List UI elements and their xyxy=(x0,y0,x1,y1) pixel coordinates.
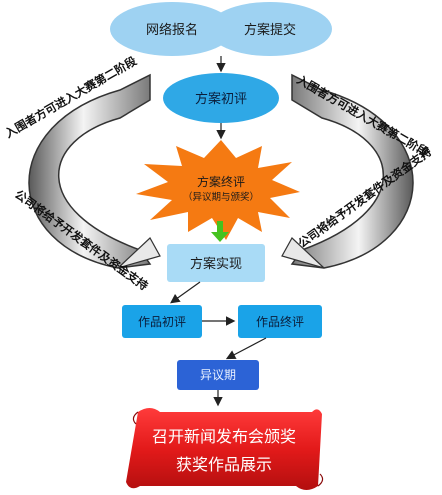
left-arrow-bottom-label: 公司将给予开发套件及资金支持 xyxy=(12,187,151,293)
final-review-label: 方案终评 xyxy=(197,174,245,189)
arrow-connector xyxy=(170,281,201,304)
initial-review-label: 方案初评 xyxy=(195,91,247,107)
implementation-label: 方案实现 xyxy=(190,256,242,272)
final-review-note: （异议期与颁奖） xyxy=(183,191,259,203)
final-review-node: 方案终评 （异议期与颁奖） xyxy=(136,140,300,240)
press-conference-label: 召开新闻发布会颁奖 xyxy=(152,427,296,446)
right-curved-arrow xyxy=(281,73,414,269)
green-down-arrow xyxy=(211,221,229,242)
objection-period-node: 异议期 xyxy=(177,360,259,390)
award-showcase-label: 获奖作品展示 xyxy=(176,455,272,474)
arrow-connector xyxy=(225,337,267,360)
work-initial-review-node: 作品初评 xyxy=(122,305,202,338)
work-initial-review-label: 作品初评 xyxy=(138,315,186,329)
award-banner: 召开新闻发布会颁奖 获奖作品展示 xyxy=(126,408,324,490)
plan-submission-label: 方案提交 xyxy=(244,22,296,38)
objection-period-label: 异议期 xyxy=(200,368,236,382)
online-registration-label: 网络报名 xyxy=(146,22,198,38)
work-final-review-node: 作品终评 xyxy=(238,305,322,338)
initial-review-node: 方案初评 xyxy=(163,73,279,123)
registration-submission-node: 网络报名 方案提交 xyxy=(110,2,332,56)
left-curved-arrow xyxy=(28,73,161,269)
right-arrow-top-label: 入围者方可进入大赛第二阶段 xyxy=(295,72,432,159)
implementation-node: 方案实现 xyxy=(167,244,265,282)
work-final-review-label: 作品终评 xyxy=(256,314,304,329)
